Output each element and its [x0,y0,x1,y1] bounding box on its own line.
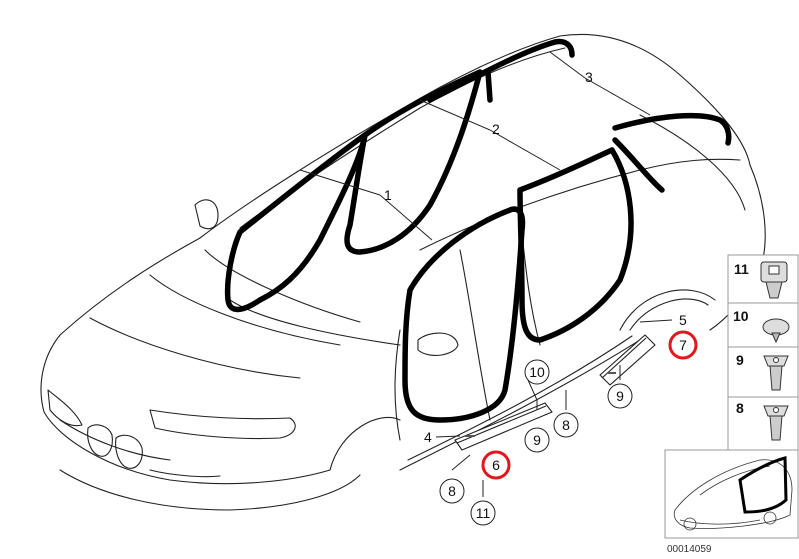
callout-7: 7 [679,337,687,353]
callout-5: 5 [679,312,687,328]
diagram-id: 00014059 [667,544,712,555]
callout-6: 6 [492,457,500,473]
seal-part-3 [427,38,575,103]
callout-4: 4 [424,429,432,445]
callout-9a-circle [524,427,550,453]
car-body-outline [40,33,766,511]
clip-11-icon [760,261,788,299]
callout-6-circle [481,450,511,480]
callout-1: 1 [384,187,392,203]
callout-8b: 8 [562,417,570,433]
clip-9-icon [763,355,789,391]
seals [224,38,732,423]
seal-part-1 [224,132,368,313]
sill-strips [454,334,656,451]
legend-num-9: 9 [736,352,744,368]
callouts: 1 2 3 4 5 6 7 10 9 8 9 8 11 [384,69,698,526]
seal-front-door [402,206,526,423]
legend-num-11: 11 [734,261,749,277]
overview-thumbnail [664,449,799,539]
leader-lines [299,51,673,497]
clip-8-icon [763,405,789,441]
callout-3: 3 [585,69,593,85]
callout-11-circle [470,500,496,526]
parts-legend: 11 10 9 8 [727,254,799,452]
callout-10-circle [524,359,550,385]
legend-num-10: 10 [733,308,749,324]
callout-2: 2 [492,121,500,137]
callout-7-circle [668,330,698,360]
callout-8a: 8 [448,483,456,499]
callout-9b: 9 [616,388,624,404]
callout-8b-circle [553,412,579,438]
callout-8a-circle [439,478,465,504]
callout-9b-circle [607,383,633,409]
seal-part-1-frame [344,69,483,255]
callout-11: 11 [476,505,491,521]
sill-strip-front [454,402,553,451]
seal-part-2 [517,147,634,343]
sill-strip-rear [599,334,656,386]
plug-10-icon [762,318,790,344]
legend-num-8: 8 [736,400,744,416]
callout-10: 10 [529,364,545,380]
callout-9a: 9 [533,432,541,448]
